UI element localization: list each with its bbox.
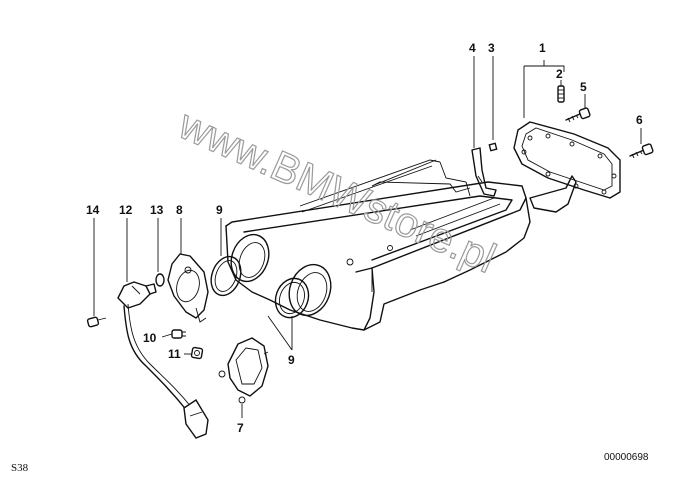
dowel-part-3 bbox=[488, 142, 498, 152]
part-label-13: 13 bbox=[150, 203, 164, 217]
part-label-1: 1 bbox=[539, 41, 546, 55]
part-label-10: 10 bbox=[143, 331, 157, 345]
part-label-7: 7 bbox=[237, 421, 244, 435]
part-labels: 1 2 3 4 5 6 7 8 9 9 10 11 12 13 14 bbox=[86, 41, 643, 435]
part-label-6: 6 bbox=[636, 113, 643, 127]
part-label-5: 5 bbox=[580, 80, 587, 94]
part-label-12: 12 bbox=[119, 203, 133, 217]
gasket-strip-part-4 bbox=[471, 147, 497, 197]
part-label-9-upper: 9 bbox=[216, 203, 223, 217]
corner-code: S38 bbox=[11, 462, 29, 474]
cover-part-7 bbox=[218, 337, 269, 404]
stud-part-2 bbox=[557, 85, 565, 103]
leader-lines bbox=[93, 56, 642, 418]
screw-part-14 bbox=[86, 316, 107, 328]
nut-part-11 bbox=[190, 346, 204, 360]
bolt-part-5 bbox=[565, 107, 591, 123]
part-label-3: 3 bbox=[488, 41, 495, 55]
document-id: 00000698 bbox=[604, 452, 649, 463]
part-label-14: 14 bbox=[86, 203, 100, 217]
part-label-9-lower: 9 bbox=[288, 353, 295, 367]
sensor-part-12 bbox=[117, 281, 209, 439]
bolt-part-6 bbox=[629, 143, 654, 159]
part-label-4: 4 bbox=[469, 41, 476, 55]
sensor-plate-part-8 bbox=[167, 253, 209, 323]
o-ring-upper-part-9 bbox=[210, 255, 242, 297]
part-label-11: 11 bbox=[168, 347, 181, 361]
screw-part-10 bbox=[171, 329, 186, 339]
seal-ring-part-13 bbox=[155, 273, 165, 287]
gasket-part-1 bbox=[513, 121, 621, 213]
housing bbox=[225, 159, 531, 331]
o-ring-lower-part-9 bbox=[274, 277, 310, 319]
part-label-2: 2 bbox=[556, 67, 563, 81]
part-label-8: 8 bbox=[176, 203, 183, 217]
